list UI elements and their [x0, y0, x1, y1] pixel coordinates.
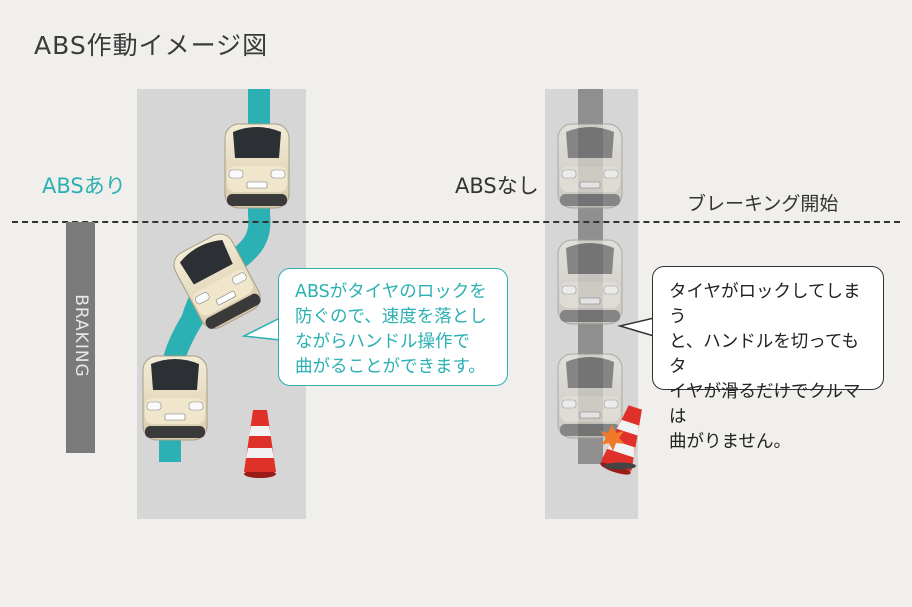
braking-bar — [66, 222, 95, 453]
label-braking-start: ブレーキング開始 — [687, 193, 839, 215]
label-abs-on: ABSあり — [42, 174, 126, 198]
speech-bubble-abs-on: ABSがタイヤのロックを 防ぐので、速度を落とし ながらハンドル操作で 曲がるこ… — [278, 268, 508, 386]
braking-start-line — [12, 221, 900, 223]
car-icon — [224, 123, 290, 209]
label-abs-off: ABSなし — [455, 174, 539, 198]
impact-spark-icon — [600, 425, 625, 451]
car-icon — [557, 123, 623, 209]
traffic-cone-icon — [244, 410, 276, 478]
car-icon — [557, 353, 623, 439]
braking-label: BRAKING — [71, 294, 91, 378]
speech-bubble-abs-off: タイヤがロックしてしまう と、ハンドルを切ってもタ イヤが滑るだけでクルマは 曲… — [652, 266, 884, 452]
car-icon — [557, 239, 623, 325]
car-icon — [142, 355, 208, 441]
page-title: ABS作動イメージ図 — [34, 31, 269, 60]
